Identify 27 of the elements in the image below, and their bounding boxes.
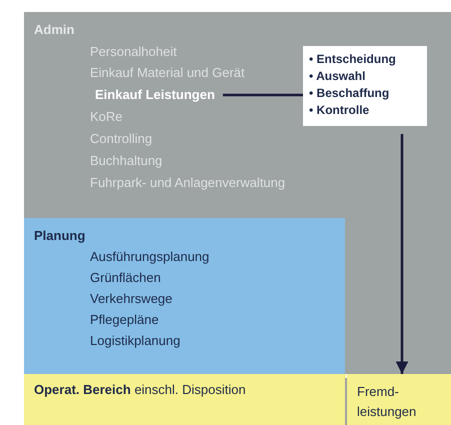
bullet-item: • Auswahl bbox=[309, 68, 366, 84]
bullet-list-box bbox=[303, 46, 427, 126]
bullet-item: • Kontrolle bbox=[309, 102, 370, 118]
list-item: Verkehrswege bbox=[90, 291, 172, 307]
band-text: Operat. Bereich einschl. Disposition bbox=[34, 382, 246, 398]
list-item: Grünflächen bbox=[90, 270, 161, 286]
connector-line bbox=[222, 94, 303, 96]
external-services-panel bbox=[347, 374, 451, 425]
panel-heading: Planung bbox=[34, 228, 86, 244]
operations-band bbox=[24, 374, 346, 425]
list-item: Logistikplanung bbox=[90, 333, 180, 349]
list-item: Fuhrpark- und Anlagenverwaltung bbox=[90, 175, 286, 191]
list-item: Buchhaltung bbox=[90, 153, 162, 169]
band-text: Fremd- leistungen bbox=[357, 383, 418, 421]
bullet-item: • Entscheidung bbox=[309, 51, 396, 67]
list-item: Personalhoheit bbox=[90, 44, 177, 60]
list-item: Pflegepläne bbox=[90, 312, 159, 328]
planning-panel bbox=[24, 218, 345, 374]
arrow bbox=[396, 134, 408, 374]
list-item: KoRe bbox=[90, 109, 123, 125]
panel-heading: Admin bbox=[34, 22, 74, 38]
list-item: Controlling bbox=[90, 131, 152, 147]
bullet-item: • Beschaffung bbox=[309, 85, 390, 101]
admin-panel bbox=[24, 12, 451, 374]
list-item: Ausführungsplanung bbox=[90, 249, 210, 265]
list-item: Einkauf Material und Gerät bbox=[90, 65, 245, 81]
list-item: Einkauf Leistungen bbox=[95, 87, 215, 103]
